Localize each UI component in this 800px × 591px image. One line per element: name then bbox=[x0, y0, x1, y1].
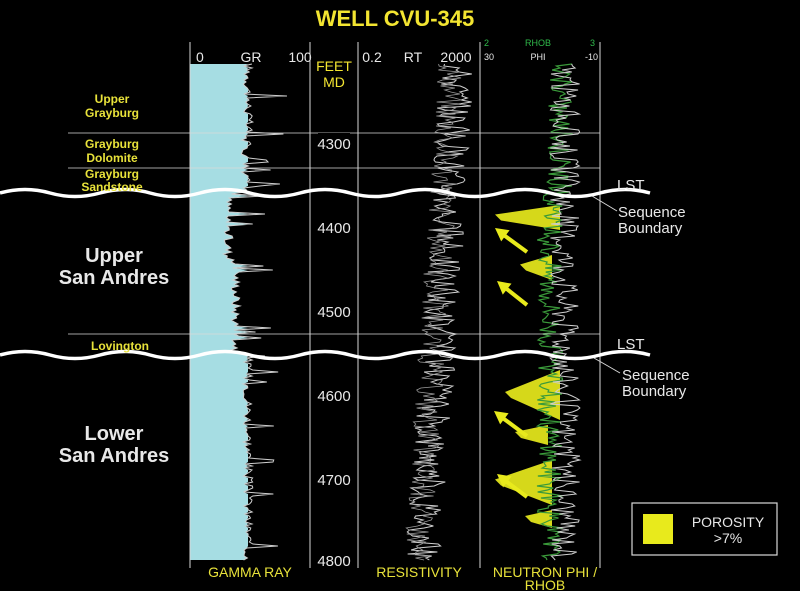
resistivity-curve-deep bbox=[406, 63, 472, 561]
rt-footer: RESISTIVITY bbox=[376, 564, 462, 580]
sequence-lower-line1: Lower bbox=[85, 423, 144, 445]
rt-mnemonic: RT bbox=[404, 49, 423, 65]
phi-label: PHI bbox=[530, 52, 545, 62]
formation-labels: Upper Grayburg Grayburg Dolomite Graybur… bbox=[81, 92, 149, 353]
legend-line2: >7% bbox=[714, 530, 742, 546]
sequence-boundary-upper-line bbox=[0, 187, 651, 199]
formation-grayburg-sandstone-line2: Sandstone bbox=[81, 180, 143, 194]
gr-scale-min: 0 bbox=[196, 49, 204, 65]
depth-tick-bg-4600 bbox=[318, 385, 350, 405]
lst-upper-label: LST bbox=[617, 177, 645, 194]
sequence-boundary-lower-line2: Boundary bbox=[622, 383, 687, 400]
rhob-scale-min: 2 bbox=[484, 38, 489, 48]
phi-scale-min: 30 bbox=[484, 52, 494, 62]
rt-scale-max: 2000 bbox=[440, 49, 471, 65]
resistivity-track bbox=[405, 63, 472, 561]
porosity-arrows bbox=[494, 228, 529, 499]
gr-mnemonic: GR bbox=[241, 49, 262, 65]
depth-tick-4600: 4600 bbox=[317, 388, 350, 405]
depth-ticks: 4300 4400 4500 4600 4700 4800 bbox=[317, 133, 351, 570]
depth-tick-4400: 4400 bbox=[317, 220, 350, 237]
leader-upper bbox=[591, 195, 618, 212]
depth-tick-4500: 4500 bbox=[317, 304, 350, 321]
porosity-legend: POROSITY >7% bbox=[631, 502, 778, 556]
track-footers: GAMMA RAY RESISTIVITY NEUTRON PHI / RHOB bbox=[208, 564, 597, 591]
track-borders bbox=[189, 42, 601, 568]
porosity-arrow-1 bbox=[495, 228, 529, 254]
sequence-labels: Upper San Andres Lower San Andres bbox=[59, 245, 169, 467]
porosity-arrow-3 bbox=[494, 411, 529, 438]
depth-tick-4300: 4300 bbox=[317, 136, 350, 153]
depth-tick-bg-4300 bbox=[318, 133, 350, 153]
phi-scale-max: -10 bbox=[585, 52, 598, 62]
depth-tick-bg-4500 bbox=[318, 301, 350, 321]
sequence-boundary-lower-line1: Sequence bbox=[622, 367, 690, 384]
right-annotations: LST LST Sequence Boundary Sequence Bound… bbox=[617, 177, 690, 400]
np-footer-line2: RHOB bbox=[525, 577, 565, 591]
formation-grayburg-dolomite-line1: Grayburg bbox=[85, 137, 139, 151]
gamma-ray-fill bbox=[190, 64, 248, 560]
gr-scale-max: 100 bbox=[288, 49, 312, 65]
formation-grayburg-sandstone-line1: Grayburg bbox=[85, 167, 139, 181]
formation-upper-grayburg-line1: Upper bbox=[95, 92, 130, 106]
rhob-scale-max: 3 bbox=[590, 38, 595, 48]
porosity-arrow-4 bbox=[497, 474, 529, 499]
np-footer-line1: NEUTRON PHI / bbox=[493, 564, 597, 580]
sequence-boundary-upper-line1: Sequence bbox=[618, 204, 686, 221]
legend-box bbox=[631, 502, 778, 556]
neutron-density-track bbox=[495, 63, 582, 561]
density-curve bbox=[535, 63, 573, 561]
depth-header-md: MD bbox=[323, 74, 345, 90]
sequence-upper-line2: San Andres bbox=[59, 267, 169, 289]
porosity-fill-4 bbox=[515, 425, 548, 445]
sequence-boundary-lower-line bbox=[0, 349, 651, 361]
legend-line1: POROSITY bbox=[692, 514, 765, 530]
depth-header-feet: FEET bbox=[316, 58, 352, 74]
depth-tick-4700: 4700 bbox=[317, 472, 350, 489]
rt-scale-min: 0.2 bbox=[362, 49, 382, 65]
sequence-lower-line2: San Andres bbox=[59, 445, 169, 467]
formation-lovington: Lovington bbox=[91, 339, 149, 353]
leader-lower bbox=[593, 357, 621, 374]
formation-grayburg-dolomite-line2: Dolomite bbox=[86, 151, 138, 165]
porosity-fill-5 bbox=[495, 460, 552, 505]
porosity-arrow-2 bbox=[497, 281, 529, 307]
sequence-upper-line1: Upper bbox=[85, 245, 143, 267]
title: WELL CVU-345 bbox=[316, 6, 475, 31]
np-headers: 2 RHOB 3 30 PHI -10 bbox=[484, 38, 598, 62]
lst-lower-label: LST bbox=[617, 336, 645, 353]
gamma-ray-curve bbox=[221, 63, 287, 561]
legend-swatch bbox=[643, 514, 673, 544]
gr-footer: GAMMA RAY bbox=[208, 564, 292, 580]
depth-tick-4800: 4800 bbox=[317, 553, 350, 570]
rhob-label: RHOB bbox=[525, 38, 551, 48]
sequence-boundary-upper-line2: Boundary bbox=[618, 220, 683, 237]
resistivity-curve-shallow bbox=[405, 63, 462, 561]
track-headers: 0 GR 100 FEET MD 0.2 RT 2000 bbox=[196, 49, 472, 90]
porosity-fill-6 bbox=[525, 510, 552, 528]
gamma-ray-track bbox=[190, 63, 287, 561]
depth-tick-bg-4700 bbox=[318, 469, 350, 489]
neutron-porosity-curve bbox=[548, 63, 582, 561]
depth-tick-bg-4400 bbox=[318, 217, 350, 237]
formation-upper-grayburg-line2: Grayburg bbox=[85, 106, 139, 120]
depth-tick-bg-4800 bbox=[318, 550, 350, 570]
annotation-leaders bbox=[591, 195, 621, 374]
porosity-fill-1 bbox=[495, 205, 560, 230]
